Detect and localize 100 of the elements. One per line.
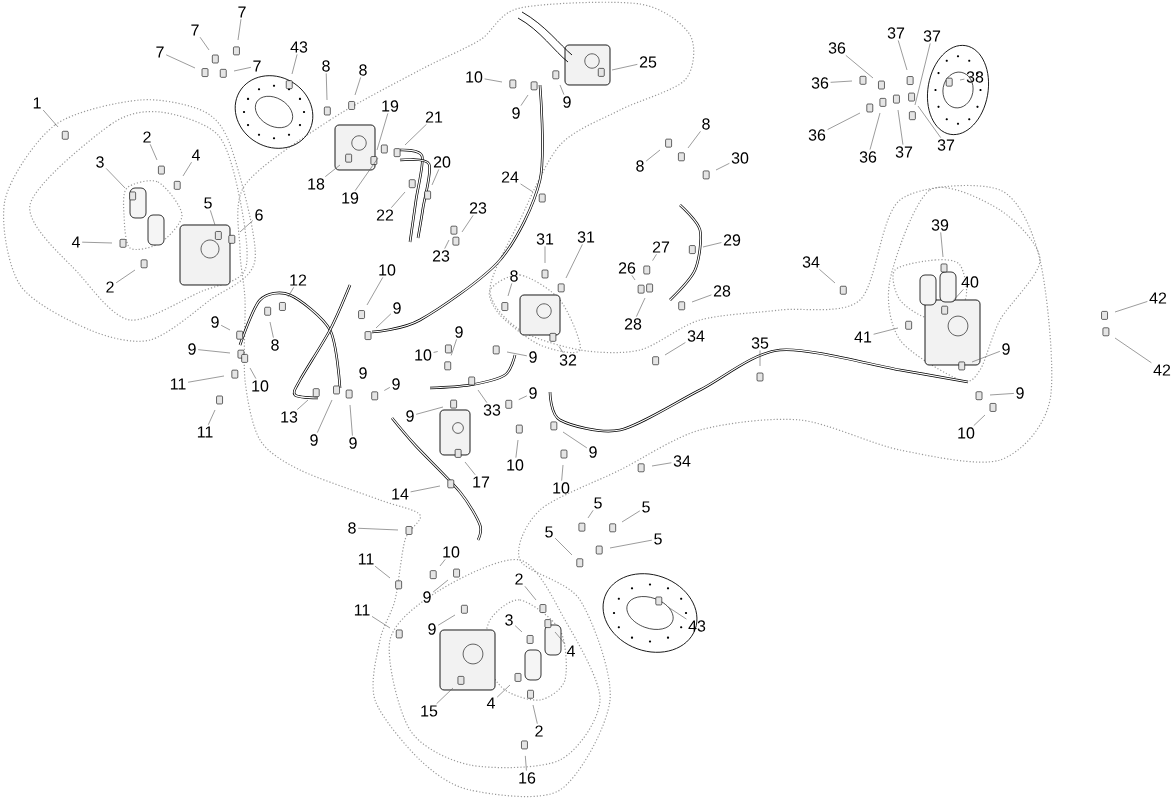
- leader-line: [869, 112, 881, 150]
- callout-number: 22: [376, 209, 394, 221]
- leader-line: [940, 232, 944, 258]
- callout-number: 9: [188, 343, 196, 355]
- leader-line: [973, 414, 986, 426]
- callout-number: 11: [354, 604, 370, 616]
- callout-number: 9: [455, 326, 463, 338]
- callout-number: 5: [204, 197, 212, 209]
- callout-number: 41: [854, 331, 872, 343]
- callout-number: 5: [642, 501, 650, 513]
- leader-line: [518, 395, 528, 400]
- leader-line: [897, 40, 908, 71]
- callout-number: 37: [937, 139, 955, 151]
- callout-number: 7: [238, 6, 246, 18]
- callout-number: 9: [359, 367, 367, 379]
- callout-number: 32: [559, 354, 577, 366]
- leader-line: [636, 297, 646, 317]
- leader-line: [515, 439, 519, 458]
- callout-number: 34: [687, 330, 705, 342]
- callout-number: 7: [191, 24, 199, 36]
- callout-number: 10: [553, 482, 570, 494]
- leader-line: [371, 616, 391, 629]
- leader-line: [651, 462, 672, 467]
- callout-number: 28: [713, 285, 731, 297]
- leader-line: [287, 286, 295, 298]
- callout-number: 9: [310, 434, 318, 446]
- callout-number: 10: [466, 71, 483, 83]
- leader-line: [291, 54, 298, 75]
- leader-line: [436, 687, 454, 704]
- callout-number: 9: [428, 623, 436, 635]
- leader-line: [349, 404, 353, 436]
- leader-line: [296, 399, 309, 410]
- callout-number: 8: [359, 64, 367, 76]
- callout-number: 17: [473, 476, 490, 488]
- leader-line: [532, 704, 538, 724]
- leader-line: [609, 539, 653, 549]
- leader-line: [182, 161, 192, 177]
- leader-line: [702, 242, 722, 248]
- leader-line: [165, 54, 196, 69]
- leader-line: [210, 210, 216, 226]
- callout-number: 2: [515, 573, 523, 585]
- leader-line: [375, 313, 392, 329]
- callout-number: 3: [505, 614, 513, 626]
- callout-number: 37: [923, 30, 941, 42]
- leader-line: [959, 78, 965, 81]
- leader-line: [220, 324, 231, 331]
- leader-line: [81, 241, 113, 244]
- leader-line: [199, 36, 210, 51]
- callout-number: 40: [961, 276, 979, 288]
- leader-line: [249, 367, 257, 379]
- leader-line: [544, 246, 546, 264]
- callout-number: 9: [529, 387, 537, 399]
- leader-line: [325, 73, 328, 101]
- leader-line: [208, 409, 216, 426]
- leader-line: [433, 351, 438, 353]
- leader-line: [611, 64, 638, 71]
- leader-line: [827, 112, 861, 130]
- callout-number: 8: [636, 160, 644, 172]
- leader-line: [269, 321, 274, 338]
- leader-line: [444, 239, 450, 249]
- callout-number: 24: [501, 171, 519, 183]
- leader-line: [873, 327, 899, 335]
- callout-number: 7: [253, 60, 261, 72]
- leader-line: [554, 537, 573, 556]
- callout-number: 8: [702, 118, 710, 130]
- leader-line: [715, 163, 730, 171]
- leader-line: [237, 18, 242, 41]
- callout-number: 43: [290, 41, 308, 53]
- leader-line: [667, 606, 687, 620]
- callout-number: 27: [652, 241, 670, 253]
- callout-number: 10: [415, 349, 432, 361]
- callout-number: 43: [688, 620, 706, 632]
- leader-line: [437, 614, 456, 626]
- callout-number: 42: [1149, 292, 1167, 304]
- leader-line: [325, 164, 341, 177]
- leader-line: [1114, 337, 1152, 364]
- leader-line: [558, 346, 564, 353]
- callout-number: 34: [802, 256, 820, 268]
- callout-number: 2: [143, 131, 151, 143]
- callout-number: 23: [469, 202, 487, 214]
- leader-line: [645, 149, 661, 162]
- callout-number: 9: [393, 302, 401, 314]
- callout-number: 8: [510, 270, 518, 282]
- leader-line: [691, 294, 712, 303]
- callout-number: 9: [589, 446, 597, 458]
- leader-line: [439, 559, 446, 567]
- leader-line: [496, 684, 511, 698]
- leader-line: [149, 144, 158, 161]
- leader-line: [971, 351, 1001, 363]
- callout-number: 5: [545, 526, 553, 538]
- callout-number: 31: [577, 231, 595, 243]
- callout-number: 9: [1016, 387, 1024, 399]
- leader-line: [562, 431, 588, 449]
- callout-number: 8: [271, 339, 279, 351]
- callout-number: 9: [512, 107, 520, 119]
- callout-number: 4: [486, 697, 495, 709]
- callout-number: 35: [751, 337, 769, 349]
- callout-number: 9: [423, 591, 431, 603]
- callout-number: 9: [349, 437, 357, 449]
- callout-number: 9: [1002, 343, 1010, 355]
